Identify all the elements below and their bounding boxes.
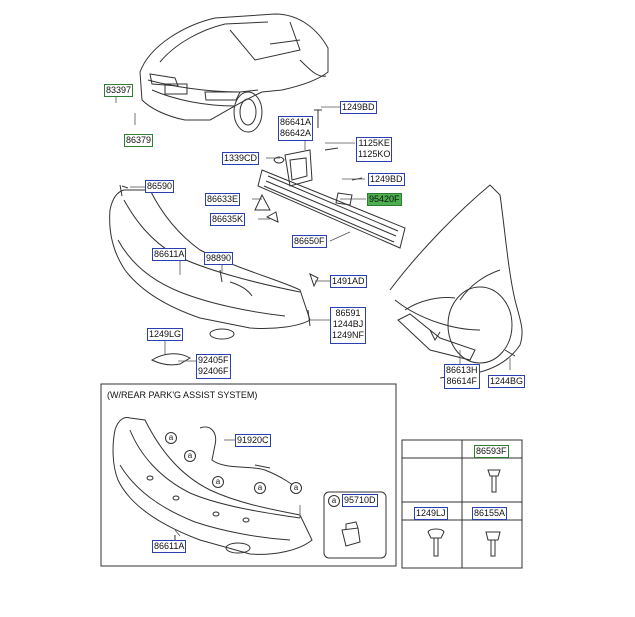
part-label-1244bj: 1244BJ xyxy=(332,319,364,329)
park-assist-section-frame xyxy=(100,383,397,567)
part-label-1249lj[interactable]: 1249LJ xyxy=(414,507,448,520)
part-label-95710d[interactable]: 95710D xyxy=(342,494,378,507)
callout-a-5: a xyxy=(290,482,302,494)
callout-a-3: a xyxy=(212,476,224,488)
part-label-1125ke-1125ko[interactable]: 1125KE 1125KO xyxy=(356,137,393,162)
part-label-86614f: 86614F xyxy=(446,376,478,386)
part-label-1125ke: 1125KE xyxy=(358,138,390,148)
part-label-86633e[interactable]: 86633E xyxy=(205,193,241,206)
part-label-86155a[interactable]: 86155A xyxy=(472,507,508,520)
part-label-1249lg[interactable]: 1249LG xyxy=(147,328,184,341)
part-label-92405f-92406f[interactable]: 92405F 92406F xyxy=(196,354,231,379)
clip-95710d-inset xyxy=(323,491,387,559)
part-label-92406f: 92406F xyxy=(198,366,229,376)
part-label-95420f[interactable]: 95420F xyxy=(367,193,402,206)
callout-a-1: a xyxy=(165,432,177,444)
callout-a-6: a xyxy=(328,495,340,507)
callout-a-4: a xyxy=(254,482,266,494)
part-label-86613h-86614f[interactable]: 86613H 86614F xyxy=(444,364,480,389)
park-assist-bumper-illustration xyxy=(112,417,313,555)
part-label-86641a-86642a[interactable]: 86641A 86642A xyxy=(278,116,314,141)
part-label-1249bd-top[interactable]: 1249BD xyxy=(340,101,377,114)
fasteners-table xyxy=(401,439,523,569)
leader-lines-top xyxy=(115,95,511,370)
part-label-86611a-bottom[interactable]: 86611A xyxy=(152,540,187,553)
part-label-98890[interactable]: 98890 xyxy=(204,252,234,265)
part-label-86591-1244bj-1249nf[interactable]: 86591 1244BJ 1249NF xyxy=(330,307,367,344)
car-rear-illustration xyxy=(139,13,329,133)
part-label-86635k[interactable]: 86635K xyxy=(210,213,246,226)
part-label-92405f: 92405F xyxy=(198,355,229,365)
part-label-1244bg[interactable]: 1244BG xyxy=(488,375,526,388)
callout-a-2: a xyxy=(184,450,196,462)
part-label-1125ko: 1125KO xyxy=(358,149,391,159)
part-label-91920c[interactable]: 91920C xyxy=(235,434,271,447)
part-label-86593f[interactable]: 86593F xyxy=(474,445,509,458)
part-label-83397[interactable]: 83397 xyxy=(104,84,134,97)
leader-lines-bottom xyxy=(174,439,301,537)
part-label-1249bd-mid[interactable]: 1249BD xyxy=(368,173,405,186)
part-label-86590[interactable]: 86590 xyxy=(145,180,175,193)
part-label-1339cd[interactable]: 1339CD xyxy=(222,152,260,165)
part-label-86650f[interactable]: 86650F xyxy=(292,235,327,248)
rear-bumper-cover-illustration xyxy=(109,184,319,366)
section-title: (W/REAR PARK'G ASSIST SYSTEM) xyxy=(107,390,258,400)
part-label-86379[interactable]: 86379 xyxy=(124,134,154,147)
part-label-1491ad[interactable]: 1491AD xyxy=(330,275,367,288)
quarter-panel-illustration xyxy=(389,184,523,379)
part-label-86642a: 86642A xyxy=(280,128,312,138)
part-label-86591: 86591 xyxy=(335,308,361,318)
part-label-86613h: 86613H xyxy=(446,365,478,375)
part-label-86641a: 86641A xyxy=(280,117,312,127)
part-label-1249nf: 1249NF xyxy=(332,330,365,340)
part-label-86611a-top[interactable]: 86611A xyxy=(152,248,187,261)
